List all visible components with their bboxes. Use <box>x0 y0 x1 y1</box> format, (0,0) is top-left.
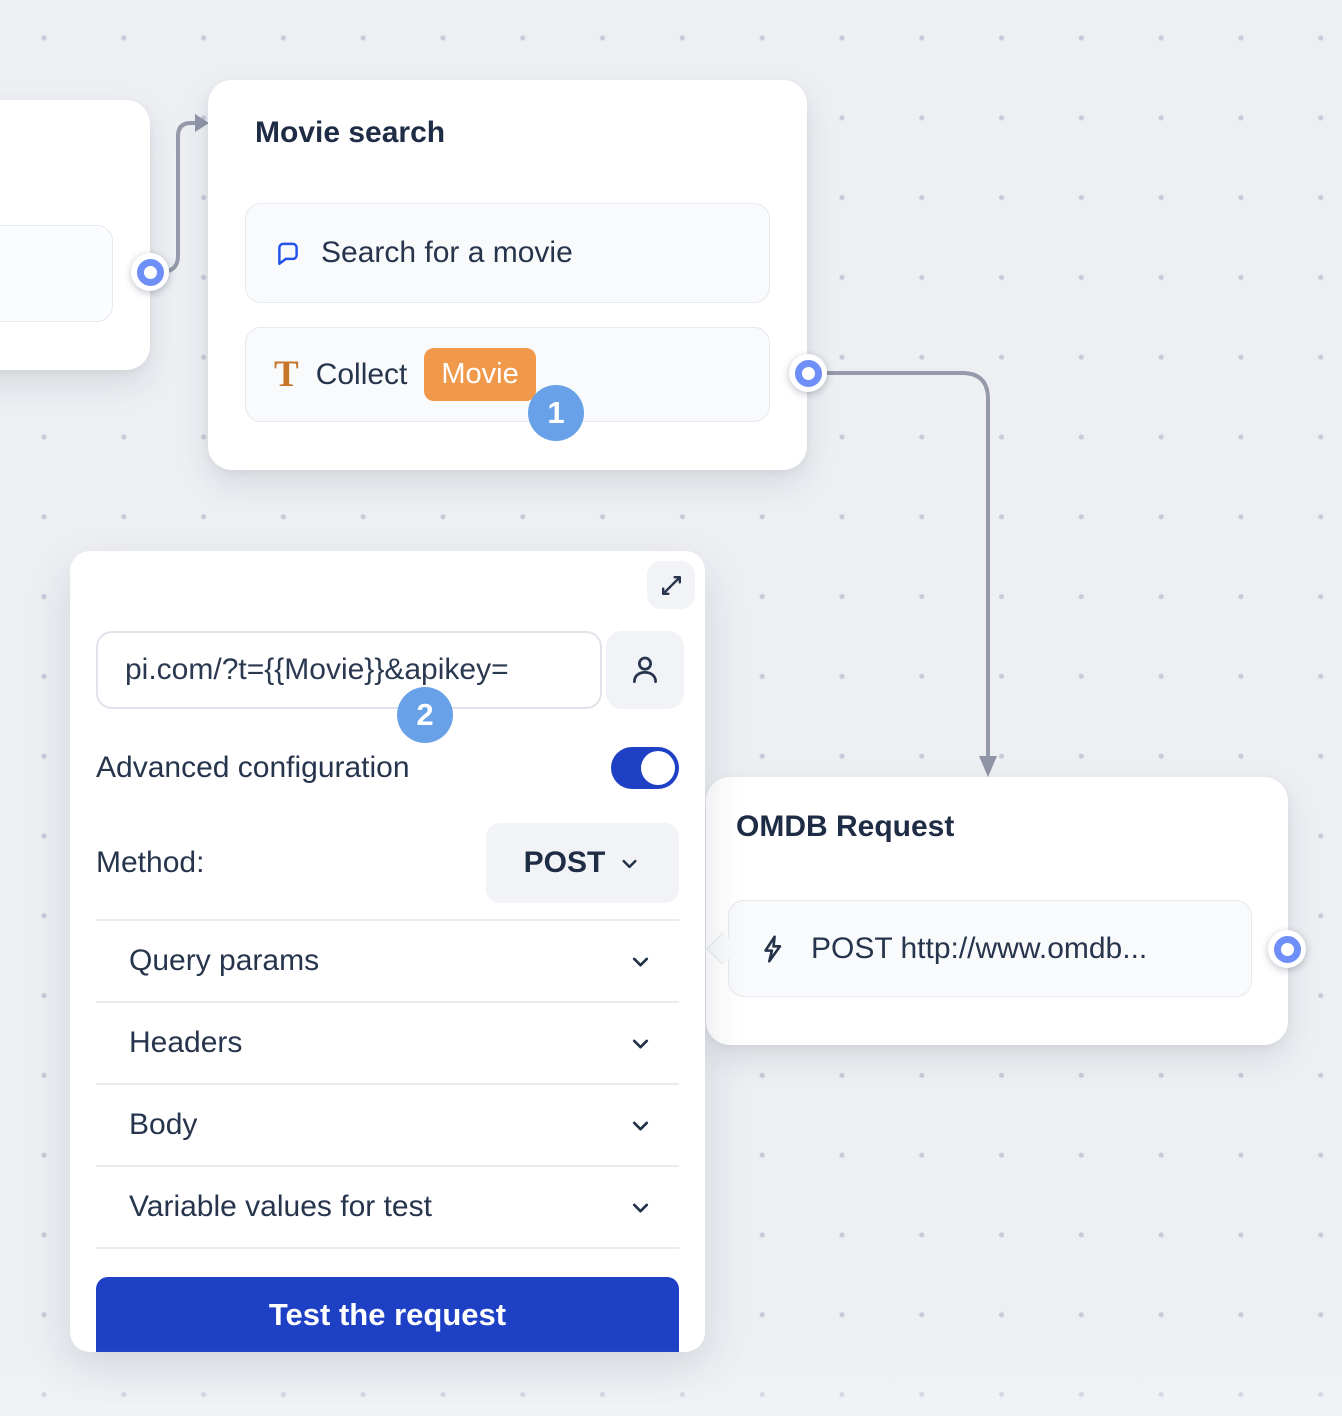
arrowhead-right-icon <box>195 114 209 132</box>
variable-chip: Movie <box>424 347 536 402</box>
step-badge-2: 2 <box>397 687 453 743</box>
connector-prev-to-movie-search <box>156 121 198 274</box>
bottom-fade-overlay <box>0 1348 1342 1416</box>
previous-node-card[interactable] <box>0 100 150 370</box>
lightning-icon <box>764 934 782 963</box>
node-title: Movie search <box>255 116 446 149</box>
method-value: POST <box>523 846 606 879</box>
node-item-collect-variable[interactable]: T Collect Movie <box>245 327 770 422</box>
expand-button[interactable] <box>647 561 695 609</box>
advanced-configuration-toggle[interactable] <box>611 747 679 789</box>
previous-node-item[interactable] <box>0 225 113 322</box>
collapsible-sections: Query params Headers Body Variable value… <box>96 919 679 1249</box>
method-row: Method: POST <box>96 823 679 903</box>
section-headers[interactable]: Headers <box>96 1003 679 1085</box>
chevron-down-icon <box>632 1203 649 1212</box>
port-ring <box>1273 935 1301 963</box>
omdb-request-node-card[interactable]: OMDB Request POST http://www.omdb... <box>706 777 1288 1045</box>
node-item-label: Collect <box>315 357 408 391</box>
section-query-params[interactable]: Query params <box>96 921 679 1003</box>
node-item-label: POST http://www.omdb... <box>811 931 1148 965</box>
chevron-down-icon <box>632 957 649 966</box>
port-ring <box>136 258 164 286</box>
request-url-input[interactable] <box>96 631 602 709</box>
output-port[interactable] <box>131 253 169 291</box>
text-input-icon: T <box>274 354 299 395</box>
advanced-configuration-label: Advanced configuration <box>96 751 410 784</box>
chevron-down-icon <box>632 1039 649 1048</box>
connector-movie-search-to-omdb <box>825 371 990 759</box>
method-label: Method: <box>96 846 205 879</box>
expand-icon <box>661 575 681 595</box>
movie-search-node-card[interactable]: Movie search Search for a movie T Collec… <box>208 80 807 470</box>
section-body[interactable]: Body <box>96 1085 679 1167</box>
output-port[interactable] <box>789 354 827 392</box>
webhook-config-panel: Advanced configuration Method: POST Quer… <box>70 551 705 1352</box>
chat-bubble-icon <box>278 242 298 266</box>
section-label: Body <box>129 1108 198 1141</box>
port-ring <box>794 359 822 387</box>
chevron-down-icon <box>622 859 637 868</box>
toggle-knob <box>641 751 675 785</box>
node-title: OMDB Request <box>736 810 955 843</box>
section-label: Query params <box>129 944 320 977</box>
section-label: Headers <box>129 1026 243 1059</box>
section-variable-values-for-test[interactable]: Variable values for test <box>96 1167 679 1249</box>
node-item-label: Search for a movie <box>321 236 573 269</box>
arrowhead-down-icon <box>979 756 997 777</box>
test-request-button[interactable]: Test the request <box>96 1277 679 1352</box>
output-port[interactable] <box>1268 930 1306 968</box>
section-label: Variable values for test <box>129 1190 432 1223</box>
variables-button[interactable] <box>606 631 684 709</box>
chevron-down-icon <box>632 1121 649 1130</box>
step-badge-1: 1 <box>528 385 584 441</box>
method-dropdown[interactable]: POST <box>486 823 679 903</box>
node-item-webhook-request[interactable]: POST http://www.omdb... <box>728 900 1252 997</box>
node-item-send-message[interactable]: Search for a movie <box>245 203 770 303</box>
person-icon <box>633 656 657 684</box>
advanced-configuration-row: Advanced configuration <box>96 744 679 792</box>
